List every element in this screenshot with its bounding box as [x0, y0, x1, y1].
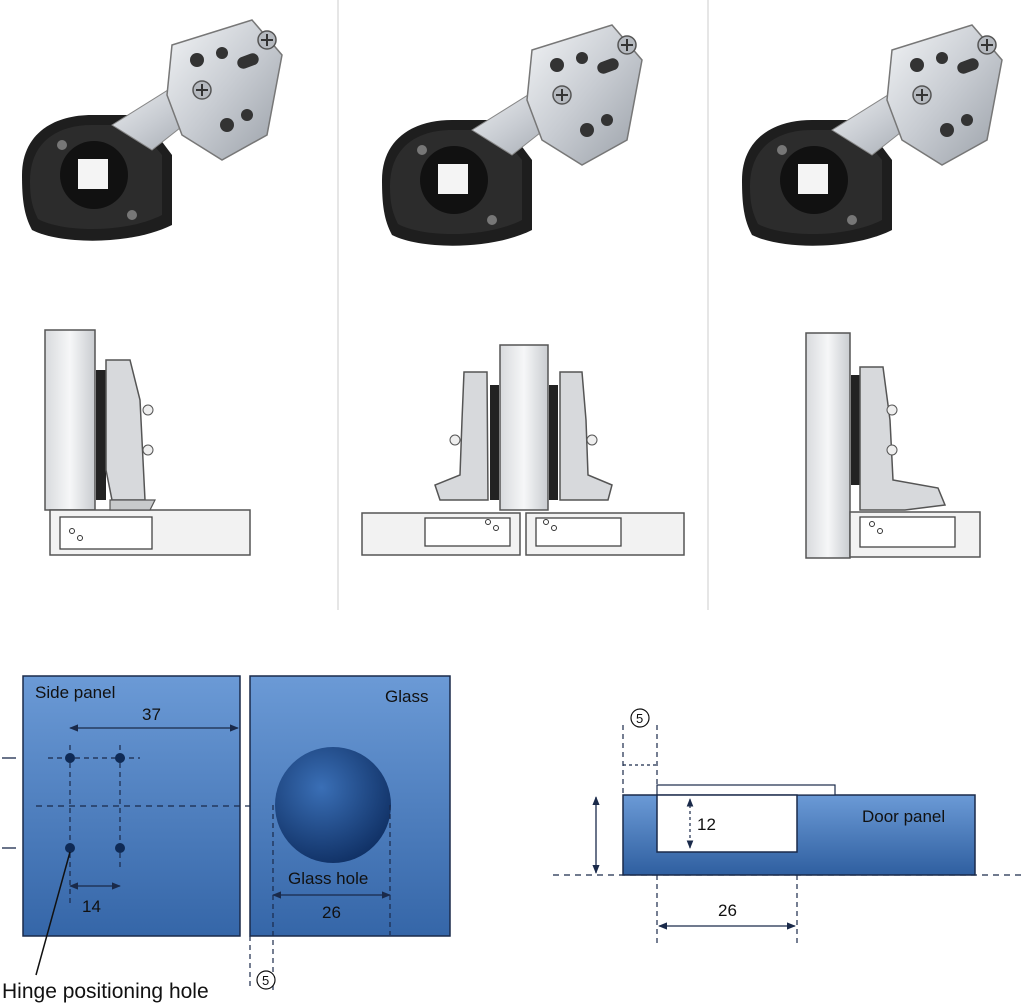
- dim-14: 14: [82, 897, 101, 916]
- glass-hole-label: Glass hole: [288, 869, 368, 888]
- install-sketch-half-overlay: [361, 344, 685, 556]
- dim-37: 37: [142, 705, 161, 724]
- install-sketch-inset: [805, 332, 981, 559]
- hinge-positioning-label: Hinge positioning hole: [2, 980, 209, 1003]
- side-panel-diagram: Side panel 37 14: [22, 675, 241, 976]
- hinge-photo-half-overlay: [381, 24, 643, 247]
- hinge-hole: [115, 843, 125, 853]
- dim-26-glass: 26: [322, 903, 341, 922]
- glass-label: Glass: [385, 687, 428, 706]
- side-panel-label: Side panel: [35, 683, 115, 702]
- hinge-hole: [65, 753, 75, 763]
- door-panel-label: Door panel: [862, 807, 945, 826]
- hinge-hole: [65, 843, 75, 853]
- dim-26-door: 26: [718, 901, 737, 920]
- dim-5-glass: 5: [262, 973, 269, 988]
- glass-hole: [275, 747, 391, 863]
- dim-5-door: 5: [636, 711, 643, 726]
- hinge-photo-full-overlay: [21, 19, 283, 242]
- hinge-hole: [115, 753, 125, 763]
- door-panel-diagram: 5 12 Door panel 26: [553, 708, 1022, 945]
- dim-12: 12: [697, 815, 716, 834]
- hinge-photo-inset: [741, 24, 1003, 247]
- glass-panel-diagram: Glass Glass hole 26 5: [249, 675, 451, 990]
- install-sketch-full-overlay: [44, 329, 251, 556]
